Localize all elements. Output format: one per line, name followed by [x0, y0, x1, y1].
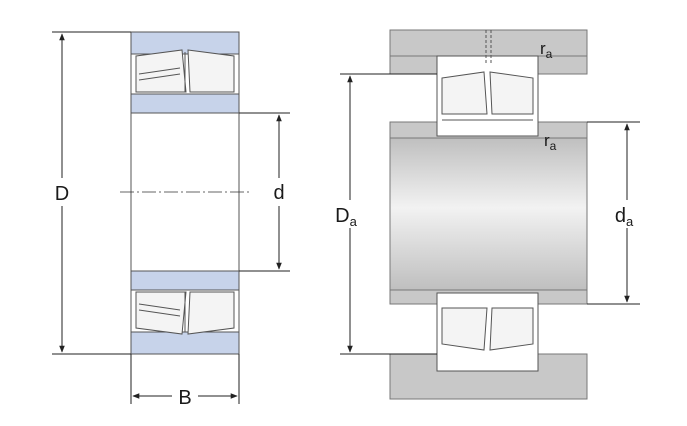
label-bore-diameter: d: [273, 182, 284, 204]
outer-ring-bottom: [130, 331, 240, 355]
housing-top-band: [389, 29, 588, 57]
dimension-housing-diameter: Da: [335, 73, 437, 355]
label-outer-diameter: D: [55, 183, 69, 205]
roller-right-bottom: [187, 291, 235, 335]
shaft: [389, 137, 588, 294]
lubrication-hole: [485, 30, 492, 64]
dimension-shaft-diameter: da: [587, 121, 640, 305]
mounted-roller-left-top: [441, 71, 488, 115]
inner-ring-top: [130, 93, 240, 114]
bearing-top-section: [130, 31, 240, 114]
bearing-bottom-section: [130, 270, 240, 355]
left-bearing-view: D d B: [52, 31, 290, 409]
mounted-roller-right-top: [489, 71, 534, 115]
mounted-bearing-top: [436, 30, 539, 137]
inner-ring-bottom: [130, 270, 240, 291]
roller-right-top: [187, 49, 235, 93]
label-width: B: [178, 387, 191, 409]
dimension-width: B: [130, 354, 240, 409]
mounted-roller-right-bottom: [489, 307, 534, 351]
housing-top-left: [389, 55, 438, 75]
dimension-bore-diameter: d: [239, 112, 290, 272]
right-mounting-view: Da da ra ra: [335, 29, 640, 400]
cage-bottom: [138, 303, 181, 317]
outer-ring-top: [130, 31, 240, 55]
label-shaft-diameter: da: [615, 205, 634, 229]
label-fillet-top: ra: [540, 39, 553, 61]
dimension-outer-diameter: D: [52, 31, 131, 355]
mounted-bearing-bottom: [436, 292, 539, 372]
label-fillet-mid: ra: [544, 131, 557, 153]
mounted-roller-left-bottom: [441, 307, 488, 351]
label-housing-diameter: Da: [335, 205, 357, 229]
cage-top: [138, 67, 181, 81]
